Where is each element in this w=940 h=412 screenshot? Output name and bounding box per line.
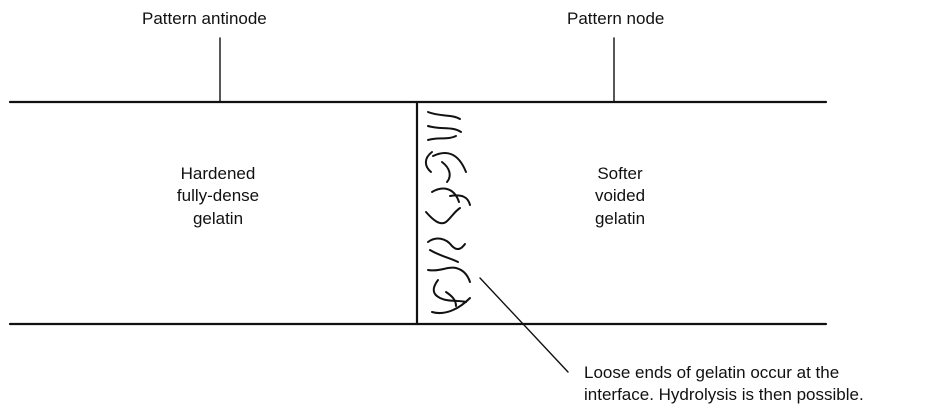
gelatin-strand [431,187,460,203]
gelatin-strand [425,207,461,225]
gelatin-strand [449,194,471,206]
hardened-line-1: Hardened [180,164,256,183]
loose-ends-line-2: interface. Hydrolysis is then possible. [584,385,864,405]
gelatin-strand [445,291,457,307]
softer-line-3: gelatin [594,208,646,228]
hardened-line-3: gelatin [192,208,244,228]
gelatin-strand [424,151,433,173]
gelatin-strand [427,125,462,133]
loose-ends-leader-line [479,277,569,373]
pattern-node-label: Pattern node [567,9,665,28]
gelatin-strand [432,279,467,303]
loose-gelatin-strands [424,111,471,314]
softer-line-1: Softer [597,164,643,183]
gelatin-strand [432,152,467,173]
hardened-gelatin-label: Hardened fully-dense gelatin [177,163,259,230]
gelatin-strand [441,161,451,183]
loose-ends-line-1: Loose ends of gelatin occur at the [584,363,840,382]
gelatin-strand [429,249,459,263]
loose-ends-annotation: Loose ends of gelatin occur at the inter… [584,362,864,407]
pattern-antinode-label: Pattern antinode [142,9,267,28]
gelatin-strand [427,237,466,251]
hardened-line-2: fully-dense [176,186,260,206]
gelatin-strand [427,135,457,141]
softer-gelatin-label: Softer voided gelatin [595,163,645,230]
gelatin-strand [427,266,471,283]
softer-line-2: voided [594,186,646,206]
gelatin-strand [431,297,471,314]
gelatin-strand [427,111,461,120]
